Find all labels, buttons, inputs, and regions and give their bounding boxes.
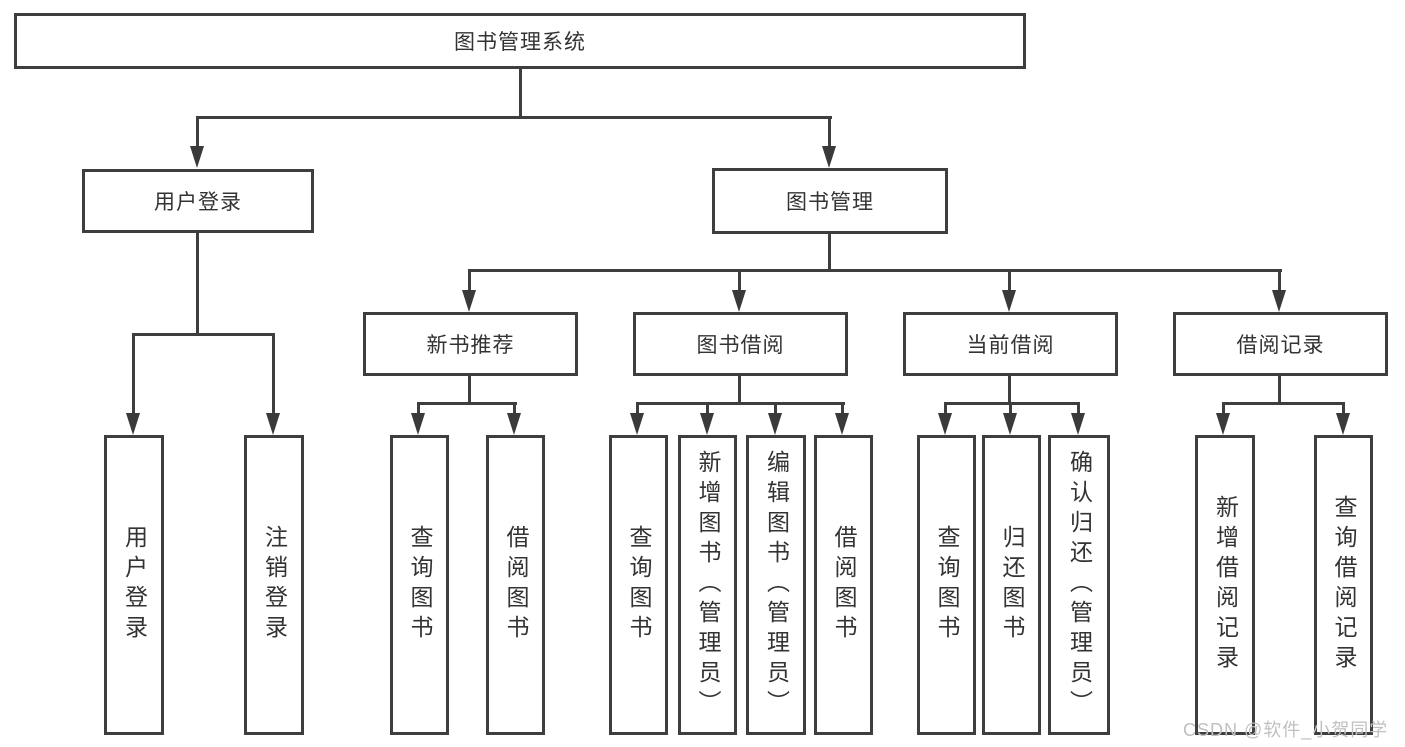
leaf-borrow-books-recommend: 借阅图书: [486, 435, 545, 735]
connector-vline: [196, 233, 199, 336]
connector-hline: [1222, 402, 1345, 405]
arrowhead-down: [190, 146, 204, 168]
connector-vline: [1278, 376, 1281, 405]
node-new-book-recommend: 新书推荐: [363, 312, 578, 376]
leaf-query-books-borrowing-label: 查询图书: [626, 525, 652, 645]
connector-vline: [828, 234, 831, 272]
leaf-user-login: 用户登录: [104, 435, 164, 735]
connector-hline: [468, 269, 1282, 272]
node-user-login-label: 用户登录: [154, 191, 242, 214]
connector-vline: [1342, 402, 1345, 414]
connector-vline: [841, 402, 844, 414]
leaf-add-book-admin: 新增图书（管理员）: [678, 435, 737, 735]
node-book-borrowing: 图书借阅: [633, 312, 848, 376]
node-root: 图书管理系统: [14, 13, 1026, 69]
node-book-management: 图书管理: [712, 168, 948, 234]
connector-vline: [1222, 402, 1225, 414]
leaf-borrow-books-borrowing: 借阅图书: [814, 435, 873, 735]
leaf-confirm-return-admin-label: 确认归还（管理员）: [1066, 450, 1093, 720]
leaf-borrow-books-borrowing-label: 借阅图书: [831, 525, 857, 645]
connector-vline: [272, 333, 275, 413]
leaf-query-books-current: 查询图书: [917, 435, 976, 735]
arrowhead-down: [768, 413, 782, 435]
leaf-confirm-return-admin: 确认归还（管理员）: [1048, 435, 1110, 735]
arrowhead-down: [1071, 413, 1085, 435]
leaf-logout: 注销登录: [244, 435, 304, 735]
leaf-user-login-label: 用户登录: [121, 525, 148, 645]
node-current-borrowing: 当前借阅: [903, 312, 1118, 376]
leaf-query-books-current-label: 查询图书: [934, 525, 960, 645]
arrowhead-down: [126, 413, 140, 435]
leaf-add-book-admin-label: 新增图书（管理员）: [695, 450, 721, 720]
connector-vline: [1009, 402, 1012, 414]
leaf-query-books-recommend-label: 查询图书: [407, 525, 433, 645]
leaf-return-books-label: 归还图书: [999, 525, 1025, 645]
arrowhead-down: [1272, 290, 1286, 312]
leaf-query-books-recommend: 查询图书: [390, 435, 449, 735]
arrowhead-down: [700, 413, 714, 435]
node-book-management-label: 图书管理: [786, 191, 874, 214]
connector-vline: [468, 269, 471, 290]
arrowhead-down: [1003, 413, 1017, 435]
leaf-borrow-books-recommend-label: 借阅图书: [503, 525, 529, 645]
connector-vline: [636, 402, 639, 414]
leaf-add-borrow-record: 新增借阅记录: [1195, 435, 1255, 735]
node-new-book-recommend-label: 新书推荐: [426, 334, 515, 357]
connector-vline: [738, 376, 741, 405]
arrowhead-down: [732, 290, 746, 312]
watermark: CSDN @软件_小贺同学: [1183, 720, 1389, 740]
leaf-return-books: 归还图书: [982, 435, 1041, 735]
leaf-query-books-borrowing: 查询图书: [609, 435, 668, 735]
node-borrowing-records-label: 借阅记录: [1236, 334, 1325, 357]
leaf-query-borrow-record-label: 查询借阅记录: [1331, 495, 1357, 675]
connector-vline: [1008, 376, 1011, 405]
leaf-edit-book-admin: 编辑图书（管理员）: [746, 435, 806, 735]
connector-vline: [738, 269, 741, 290]
node-book-borrowing-label: 图书借阅: [696, 334, 785, 357]
connector-vline: [468, 376, 471, 405]
connector-vline: [706, 402, 709, 414]
connector-vline: [944, 402, 947, 414]
connector-hline: [636, 402, 845, 405]
arrowhead-down: [835, 413, 849, 435]
connector-vline: [1278, 269, 1281, 290]
connector-vline: [1077, 402, 1080, 414]
node-borrowing-records: 借阅记录: [1173, 312, 1388, 376]
connector-hline: [132, 333, 275, 336]
arrowhead-down: [1336, 413, 1350, 435]
connector-hline: [196, 116, 832, 119]
leaf-query-borrow-record: 查询借阅记录: [1314, 435, 1373, 735]
arrowhead-down: [507, 413, 521, 435]
connector-vline: [513, 402, 516, 414]
arrowhead-down: [1216, 413, 1230, 435]
connector-hline: [417, 402, 517, 405]
connector-vline: [1008, 269, 1011, 290]
connector-vline: [774, 402, 777, 414]
node-current-borrowing-label: 当前借阅: [966, 334, 1055, 357]
arrowhead-down: [462, 290, 476, 312]
leaf-add-borrow-record-label: 新增借阅记录: [1212, 495, 1239, 675]
node-user-login: 用户登录: [82, 169, 314, 233]
connector-vline: [417, 402, 420, 414]
arrowhead-down: [266, 413, 280, 435]
connector-hline: [944, 402, 1080, 405]
arrowhead-down: [630, 413, 644, 435]
arrowhead-down: [1002, 290, 1016, 312]
connector-vline: [828, 116, 831, 146]
connector-vline: [196, 116, 199, 146]
leaf-edit-book-admin-label: 编辑图书（管理员）: [763, 450, 790, 720]
connector-vline: [132, 333, 135, 413]
arrowhead-down: [411, 413, 425, 435]
leaf-logout-label: 注销登录: [261, 525, 288, 645]
arrowhead-down: [938, 413, 952, 435]
arrowhead-down: [822, 146, 836, 168]
node-root-label: 图书管理系统: [454, 31, 586, 54]
connector-vline: [519, 68, 522, 118]
